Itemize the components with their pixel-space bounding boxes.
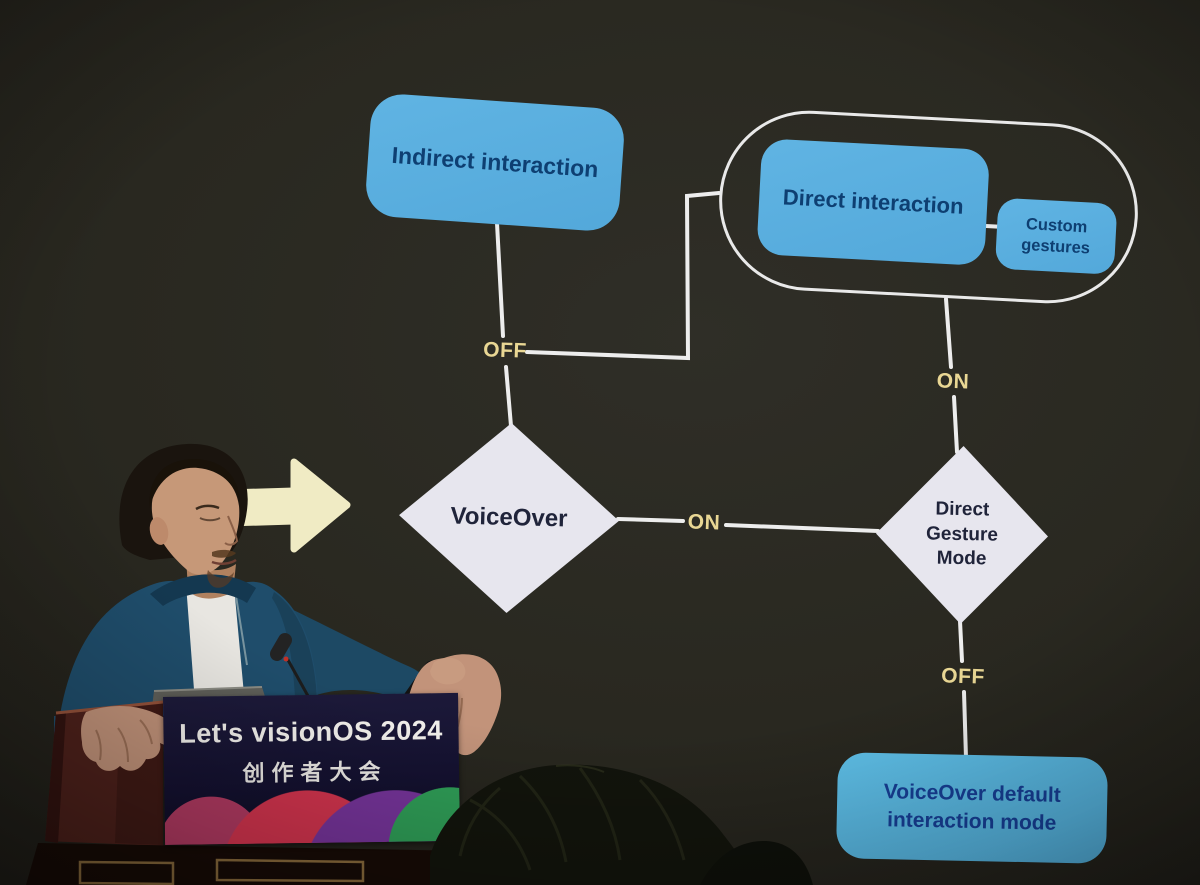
connector-lines — [495, 191, 968, 760]
presenter — [54, 443, 502, 775]
podium — [26, 633, 472, 885]
audience-head — [430, 764, 813, 885]
presenter-left-hand — [81, 706, 190, 771]
